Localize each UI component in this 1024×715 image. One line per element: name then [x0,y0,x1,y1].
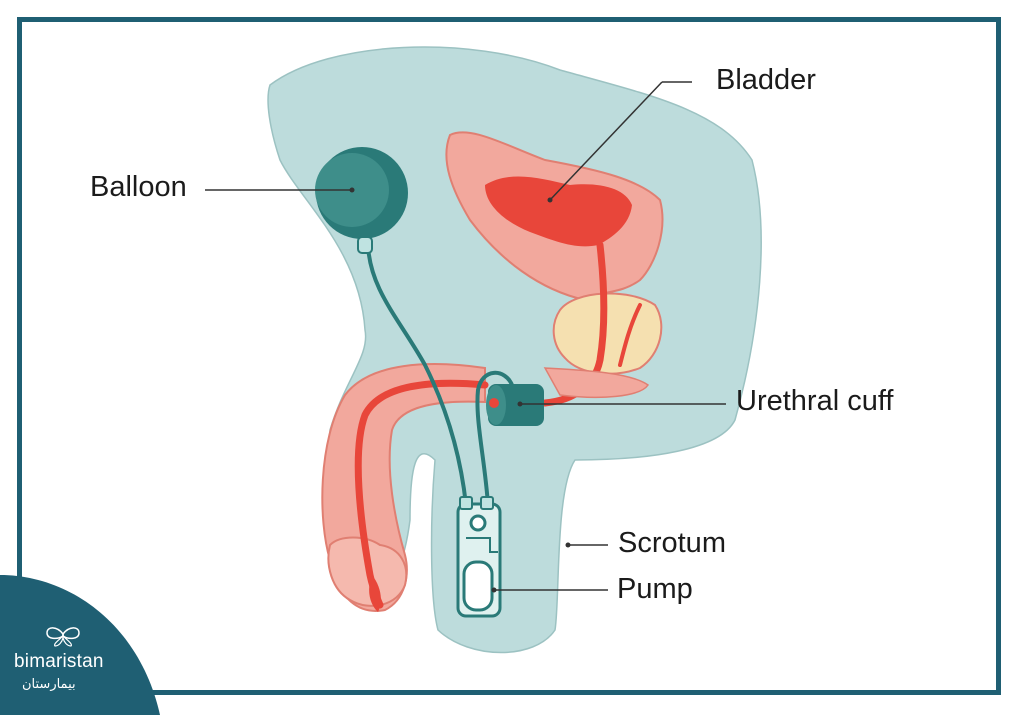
brand-name-arabic: بيمارستان [22,677,76,692]
pump-bulb [462,560,494,612]
balloon-neck [357,236,373,254]
butterfly-icon [46,627,80,647]
brand-name-latin: bimaristan [14,651,104,672]
balloon-tube [366,244,468,506]
label-pump: Pump [617,573,693,605]
pump-valve [469,514,487,532]
label-scrotum: Scrotum [618,527,726,559]
prostate [552,292,663,375]
perineal-tissue [543,367,650,399]
leader-scrotum-dot [565,542,571,548]
label-balloon: Balloon [90,171,187,203]
bladder-lumen [485,176,632,247]
leader-bladder-diagonal [549,81,663,201]
cuff-tube [475,370,514,506]
label-urethral-cuff: Urethral cuff [736,385,894,417]
leader-cuff-dot [517,401,523,407]
pump-tube-connector-right [480,496,494,510]
urethral-tip [369,575,381,612]
pump-tube-connector-left [459,496,473,510]
brand-corner [0,575,160,715]
urethra-branch [618,303,642,367]
label-bladder: Bladder [716,64,816,96]
diagram-frame [17,17,1001,695]
leader-balloon-dot [349,187,355,193]
leader-bladder-dot [547,197,553,203]
leader-pump-dot [491,587,497,593]
pump-slot [466,537,498,553]
cuff-lumen [489,398,499,408]
